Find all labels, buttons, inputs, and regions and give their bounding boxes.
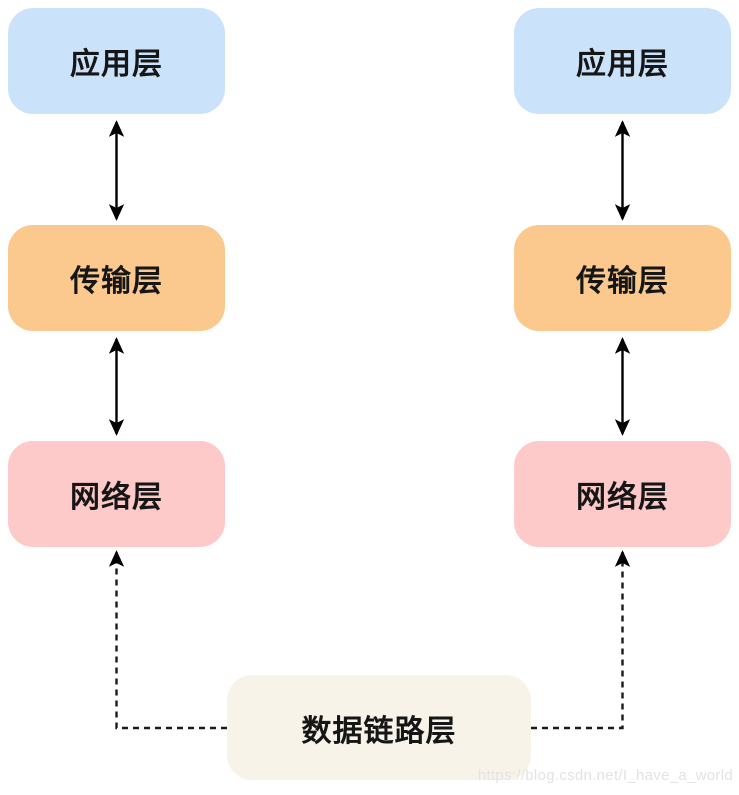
transport-layer-label-left: 传输层: [70, 265, 163, 298]
dashed-connector-datalink-to-right-network: [531, 550, 631, 730]
datalink-layer-label: 数据链路层: [301, 714, 457, 748]
transport-layer-box-right: 传输层: [514, 225, 731, 331]
network-layer-box-right: 网络层: [514, 441, 731, 547]
application-layer-box-left: 应用层: [8, 8, 225, 114]
transport-layer-box-left: 传输层: [8, 225, 225, 331]
application-layer-label-right: 应用层: [576, 48, 669, 81]
network-layer-label-left: 网络层: [70, 481, 163, 514]
datalink-layer-box: 数据链路层: [227, 675, 531, 780]
dashed-connector-datalink-to-left-network: [108, 550, 227, 730]
watermark-url: https://blog.csdn.net/I_have_a_world: [477, 767, 733, 784]
application-layer-label-left: 应用层: [70, 48, 163, 81]
application-layer-box-right: 应用层: [514, 8, 731, 114]
network-layer-label-right: 网络层: [576, 481, 669, 514]
network-layer-box-left: 网络层: [8, 441, 225, 547]
transport-layer-label-right: 传输层: [576, 265, 669, 298]
